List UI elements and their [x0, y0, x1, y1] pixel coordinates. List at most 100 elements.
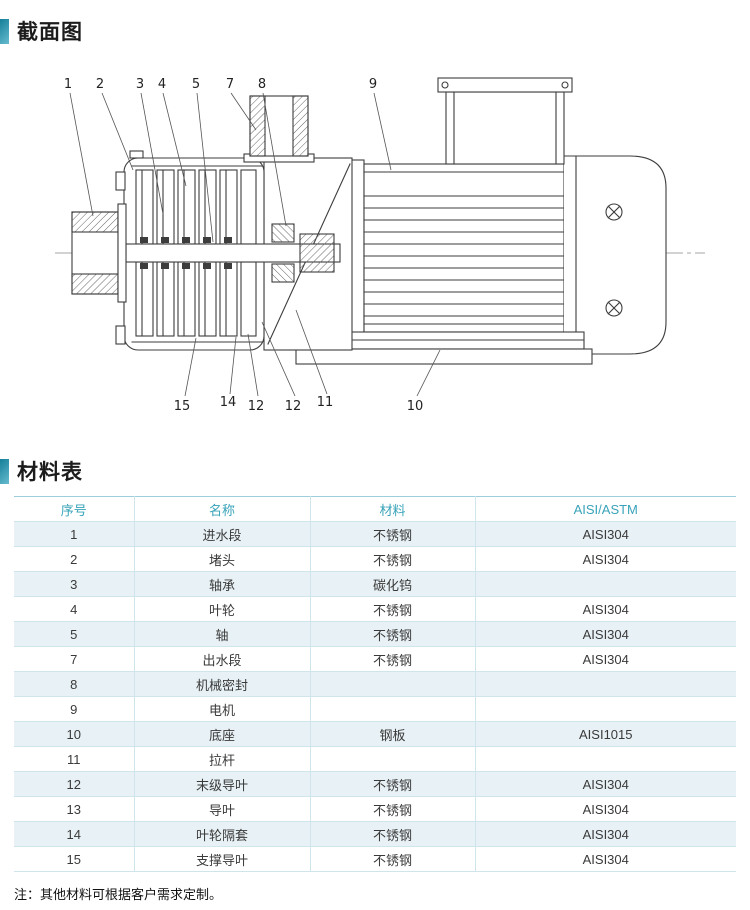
impeller-stack	[135, 169, 257, 337]
cell-name: 进水段	[133, 521, 310, 547]
table-row: 11 拉杆	[14, 746, 736, 772]
diagram-section-title: 截面图	[17, 21, 83, 44]
cell-material: 不锈钢	[309, 621, 475, 647]
pump-cross-section-diagram: 1 2 3 4 5 7 8 9 15 14 12 12 11 10	[55, 77, 705, 414]
screw-icon	[605, 203, 623, 221]
cell-aisi	[474, 696, 736, 722]
callout-2: 2	[96, 77, 104, 92]
accent-bar-icon	[0, 18, 9, 44]
cell-name: 出水段	[133, 646, 310, 672]
cell-material: 不锈钢	[309, 546, 475, 572]
cell-material	[309, 671, 475, 697]
callout-11: 11	[317, 395, 334, 410]
inlet-port	[71, 203, 127, 303]
callout-12a: 12	[248, 399, 265, 414]
base-plate	[295, 331, 593, 365]
materials-table: 序号 名称 材料 AISI/ASTM 1 进水段 不锈钢 AISI304 2 堵…	[14, 496, 736, 872]
table-row: 1 进水段 不锈钢 AISI304	[14, 521, 736, 547]
cell-seq: 7	[14, 646, 134, 672]
callout-4: 4	[158, 77, 166, 92]
section-header-diagram: 截面图	[0, 16, 750, 46]
cell-seq: 9	[14, 696, 134, 722]
diagram-area: 1 2 3 4 5 7 8 9 15 14 12 12 11 10	[0, 50, 750, 440]
callout-7: 7	[226, 77, 234, 92]
cell-material: 不锈钢	[309, 596, 475, 622]
cell-material: 碳化钨	[309, 571, 475, 597]
col-header-name: 名称	[133, 496, 310, 522]
table-row: 7 出水段 不锈钢 AISI304	[14, 646, 736, 672]
cell-aisi: AISI304	[474, 846, 736, 872]
table-row: 15 支撑导叶 不锈钢 AISI304	[14, 846, 736, 872]
table-row: 10 底座 钢板 AISI1015	[14, 721, 736, 747]
cell-seq: 5	[14, 621, 134, 647]
callout-5: 5	[192, 77, 200, 92]
terminal-box	[437, 77, 573, 165]
cell-name: 堵头	[133, 546, 310, 572]
leader-lines	[69, 92, 441, 397]
cell-aisi: AISI304	[474, 596, 736, 622]
callout-10: 10	[407, 399, 424, 414]
cell-seq: 14	[14, 821, 134, 847]
cell-material: 不锈钢	[309, 646, 475, 672]
cell-name: 拉杆	[133, 746, 310, 772]
callout-9: 9	[369, 77, 377, 92]
table-header-row: 序号 名称 材料 AISI/ASTM	[14, 496, 736, 522]
cell-seq: 10	[14, 721, 134, 747]
cell-name: 叶轮隔套	[133, 821, 310, 847]
cell-aisi: AISI304	[474, 771, 736, 797]
cell-material: 不锈钢	[309, 821, 475, 847]
table-row: 2 堵头 不锈钢 AISI304	[14, 546, 736, 572]
cell-seq: 2	[14, 546, 134, 572]
cell-material: 不锈钢	[309, 796, 475, 822]
cell-aisi: AISI304	[474, 546, 736, 572]
table-row: 5 轴 不锈钢 AISI304	[14, 621, 736, 647]
cell-name: 轴承	[133, 571, 310, 597]
callout-3: 3	[136, 77, 144, 92]
cell-seq: 8	[14, 671, 134, 697]
cell-seq: 1	[14, 521, 134, 547]
cell-seq: 11	[14, 746, 134, 772]
cell-seq: 3	[14, 571, 134, 597]
table-row: 14 叶轮隔套 不锈钢 AISI304	[14, 821, 736, 847]
table-row: 12 末级导叶 不锈钢 AISI304	[14, 771, 736, 797]
fan-cover	[563, 155, 667, 355]
cell-material: 不锈钢	[309, 771, 475, 797]
screw-icon	[605, 299, 623, 317]
table-row: 13 导叶 不锈钢 AISI304	[14, 796, 736, 822]
table-row: 3 轴承 碳化钨	[14, 571, 736, 597]
col-header-material: 材料	[309, 496, 475, 522]
cell-aisi	[474, 571, 736, 597]
cell-material: 不锈钢	[309, 521, 475, 547]
cell-aisi: AISI304	[474, 521, 736, 547]
cell-name: 导叶	[133, 796, 310, 822]
callout-15: 15	[174, 399, 191, 414]
cell-name: 机械密封	[133, 671, 310, 697]
section-header-materials: 材料表	[0, 456, 750, 486]
cell-name: 轴	[133, 621, 310, 647]
cell-seq: 12	[14, 771, 134, 797]
cell-aisi	[474, 746, 736, 772]
cell-aisi: AISI304	[474, 796, 736, 822]
col-header-aisi: AISI/ASTM	[474, 496, 736, 522]
callout-12b: 12	[285, 399, 302, 414]
callout-labels: 1 2 3 4 5 7 8 9 15 14 12 12 11 10	[64, 77, 423, 414]
motor-body	[363, 163, 565, 333]
cell-seq: 13	[14, 796, 134, 822]
col-header-seq: 序号	[14, 496, 134, 522]
cell-name: 末级导叶	[133, 771, 310, 797]
callout-1: 1	[64, 77, 72, 92]
mechanical-seal	[271, 223, 335, 283]
callout-8: 8	[258, 77, 266, 92]
outlet-port	[243, 95, 315, 163]
cell-aisi	[474, 671, 736, 697]
cell-aisi: AISI304	[474, 646, 736, 672]
accent-bar-icon	[0, 458, 9, 484]
cell-aisi: AISI304	[474, 821, 736, 847]
cell-material: 钢板	[309, 721, 475, 747]
materials-section-title: 材料表	[17, 461, 83, 484]
cell-name: 底座	[133, 721, 310, 747]
cell-material	[309, 746, 475, 772]
callout-14: 14	[220, 395, 237, 410]
cell-material: 不锈钢	[309, 846, 475, 872]
cell-name: 支撑导叶	[133, 846, 310, 872]
